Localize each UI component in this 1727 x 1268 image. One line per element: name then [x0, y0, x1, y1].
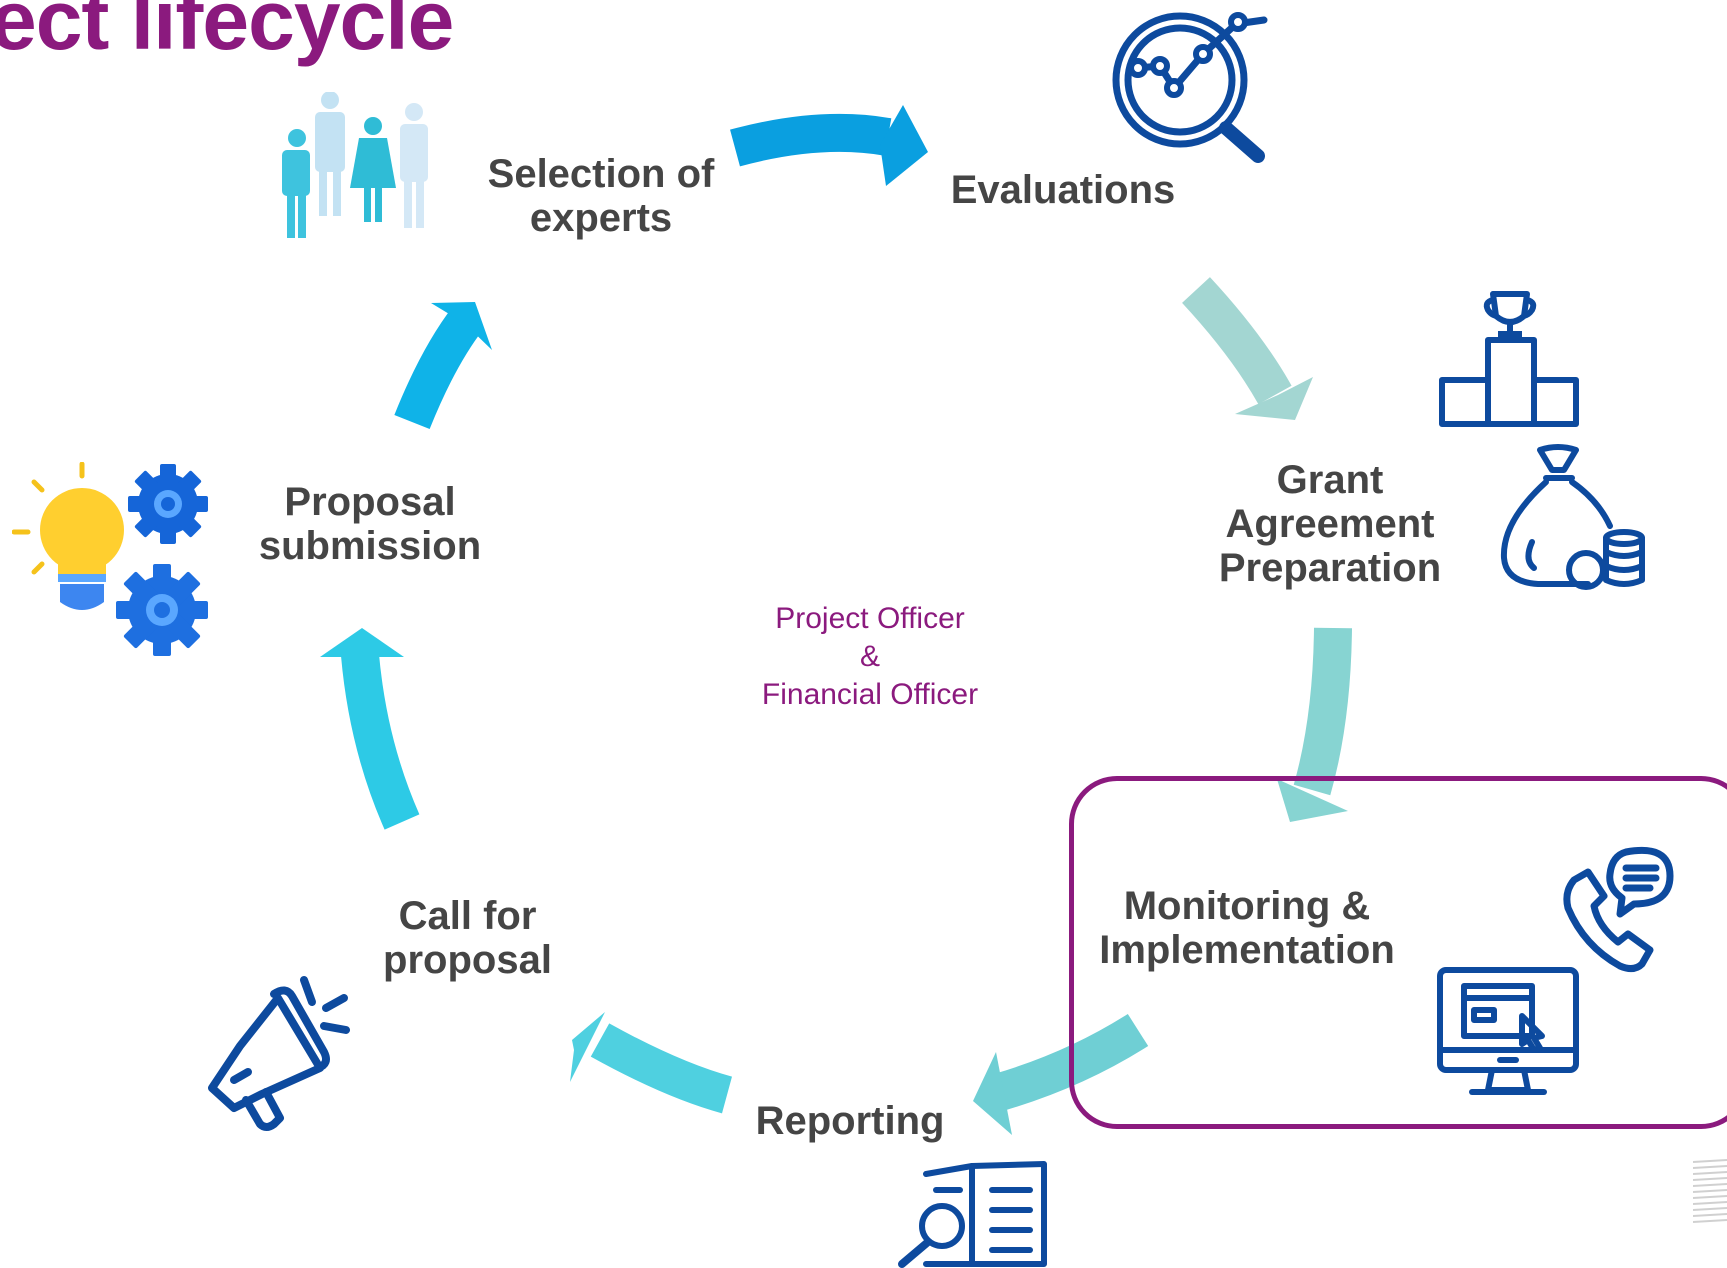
stage-label-monitoring: Monitoring & Implementation	[1099, 884, 1395, 972]
stage-label-grant: Grant Agreement Preparation	[1218, 458, 1442, 590]
stage-label-proposal: Proposal submission	[258, 480, 482, 568]
stage-label-call: Call for proposal	[383, 894, 552, 982]
phone-chat-icon	[1563, 846, 1674, 973]
arrow-evaluations-to-grant	[1182, 277, 1313, 420]
megaphone-icon	[208, 976, 350, 1131]
arrow-grant-to-monitoring	[1277, 627, 1352, 822]
arrow-call-to-proposal	[320, 628, 420, 830]
arrow-selection-to-evaluations	[730, 105, 928, 186]
trophy-podium-icon	[1439, 291, 1579, 427]
money-bag-icon	[1500, 444, 1645, 590]
people-group-icon	[282, 92, 428, 238]
center-roles-label: Project Officer & Financial Officer	[761, 602, 979, 711]
document-search-icon	[898, 1161, 1047, 1268]
stage-label-evaluations: Evaluations	[950, 168, 1176, 212]
arrow-proposal-to-selection	[394, 302, 492, 430]
stage-label-selection: Selection of experts	[487, 152, 715, 240]
monitoring-highlight-box	[1069, 776, 1727, 1129]
page-title: ect lifecycle	[0, 0, 454, 67]
monitor-screen-icon	[1437, 967, 1579, 1095]
arrow-reporting-to-call	[570, 1012, 733, 1114]
magnifier-chart-icon	[1112, 12, 1268, 163]
stage-label-reporting: Reporting	[755, 1099, 945, 1143]
page-edge-decoration	[1693, 1159, 1727, 1223]
lightbulb-gears-icon	[12, 462, 208, 656]
